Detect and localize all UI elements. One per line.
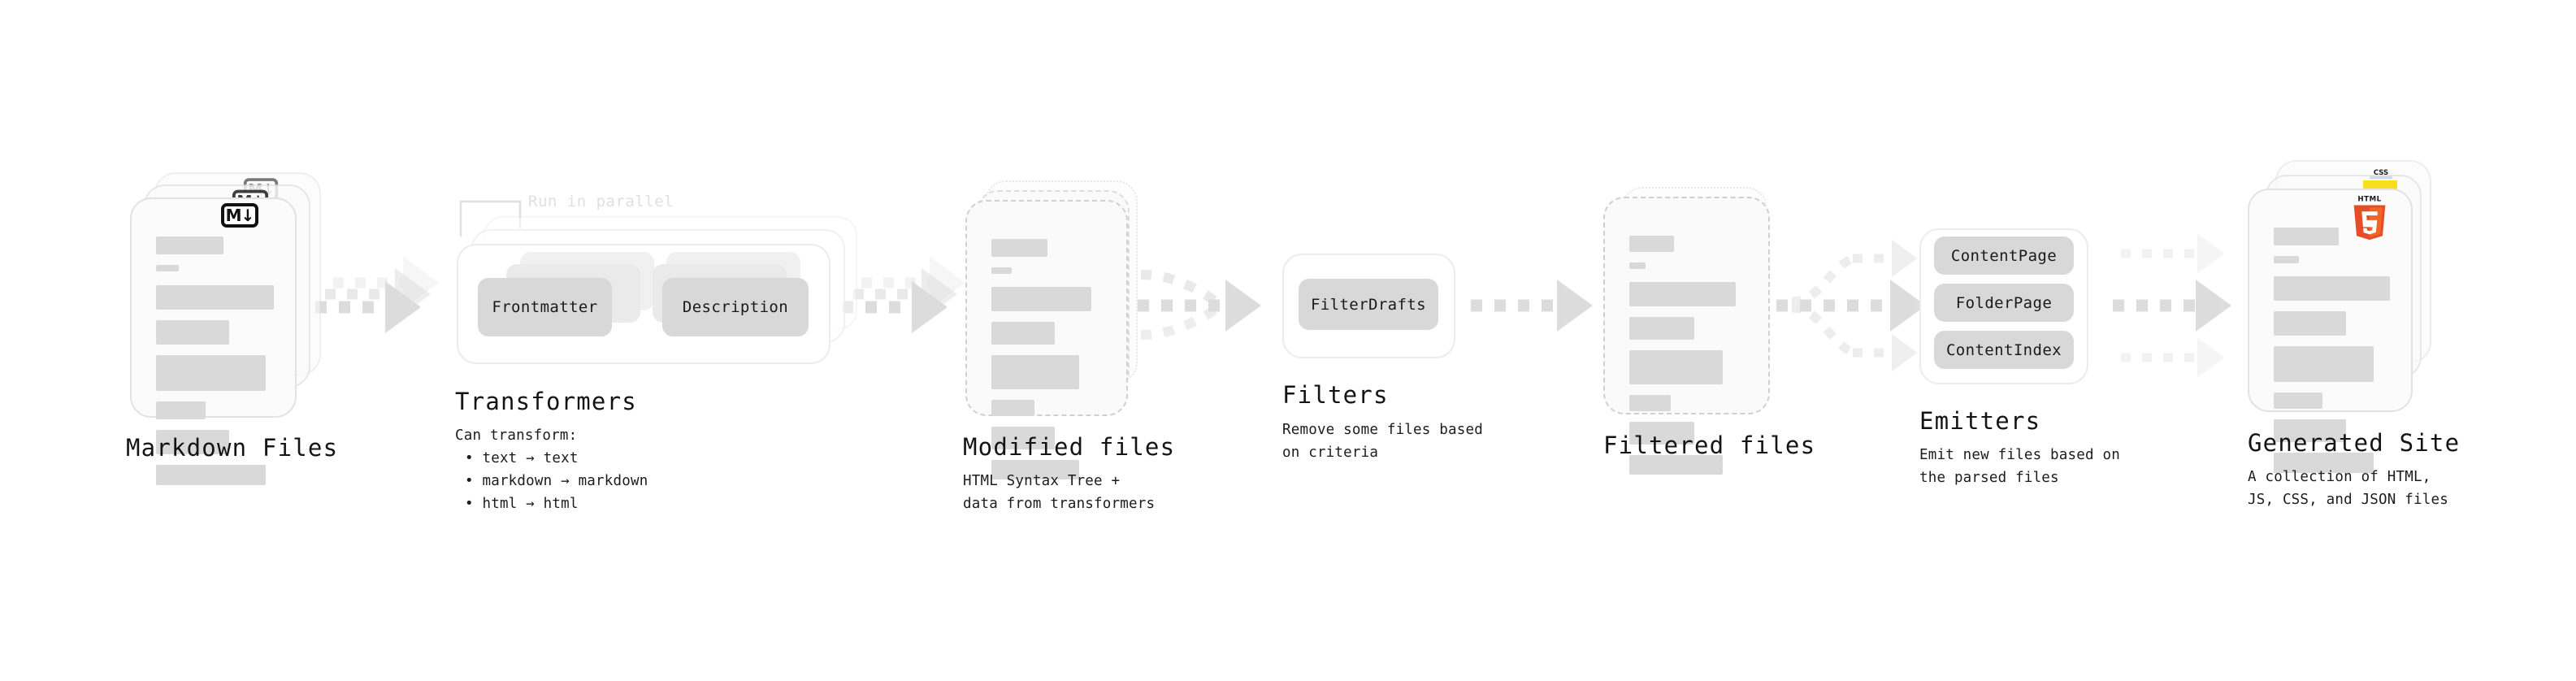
arrow-markdown-to-transformers <box>315 257 439 333</box>
modified-card-front[interactable] <box>965 200 1128 479</box>
arrow-transformers-to-modified <box>842 257 965 333</box>
stage-title-filters: Filters <box>1282 381 1389 409</box>
markdown-card-front[interactable] <box>130 197 297 485</box>
transformer-chip-description[interactable]: Description <box>662 278 809 336</box>
doc-placeholder-lines <box>2274 228 2390 484</box>
stage-subtitle-generated-site: A collection of HTML, JS, CSS, and JSON … <box>2248 469 2448 509</box>
filtered-card-front[interactable] <box>1603 197 1770 475</box>
svg-text:HTML: HTML <box>2357 196 2381 204</box>
doc-placeholder-lines <box>1629 236 1747 485</box>
arrow-modified-to-filters <box>1138 270 1261 340</box>
stage-title-markdown-files: Markdown Files <box>126 434 339 462</box>
filter-chip-filterdrafts[interactable]: FilterDrafts <box>1299 279 1438 330</box>
stage-title-generated-site: Generated Site <box>2248 429 2461 457</box>
stage-title-filtered-files: Filtered files <box>1603 432 1816 459</box>
emitter-chip-contentpage[interactable]: ContentPage <box>1934 236 2074 275</box>
stage-subtitle-transformers: Can transform: <box>455 427 578 444</box>
emitter-chip-contentindex[interactable]: ContentIndex <box>1934 331 2074 369</box>
stage-title-emitters: Emitters <box>1919 407 2041 435</box>
arrow-emitters-to-site <box>2113 233 2231 378</box>
stage-subtitle-modified-files: HTML Syntax Tree + data from transformer… <box>963 473 1156 513</box>
transformer-bullet-0: • text → text <box>465 450 579 466</box>
svg-text:CSS: CSS <box>2374 169 2388 177</box>
transformer-bullet-2: • html → html <box>465 496 579 512</box>
doc-placeholder-lines <box>156 236 274 496</box>
stage-subtitle-emitters: Emit new files based on the parsed files <box>1919 447 2120 487</box>
arrow-filtered-to-emitters <box>1776 239 1926 372</box>
stage-title-modified-files: Modified files <box>963 433 1176 461</box>
doc-placeholder-lines <box>991 239 1105 490</box>
stage-subtitle-filters: Remove some files based on criteria <box>1282 422 1483 462</box>
stage-title-transformers: Transformers <box>455 388 637 415</box>
markdown-badge: M↓ <box>221 203 258 228</box>
html5-badge: HTML <box>2353 196 2386 241</box>
transformer-bullet-1: • markdown → markdown <box>465 473 648 489</box>
emitter-chip-folderpage[interactable]: FolderPage <box>1934 284 2074 322</box>
arrow-filters-to-filtered <box>1471 280 1593 332</box>
site-card-front[interactable] <box>2248 189 2413 473</box>
run-in-parallel-label: Run in parallel <box>528 193 674 210</box>
transformer-chip-frontmatter[interactable]: Frontmatter <box>478 278 612 336</box>
